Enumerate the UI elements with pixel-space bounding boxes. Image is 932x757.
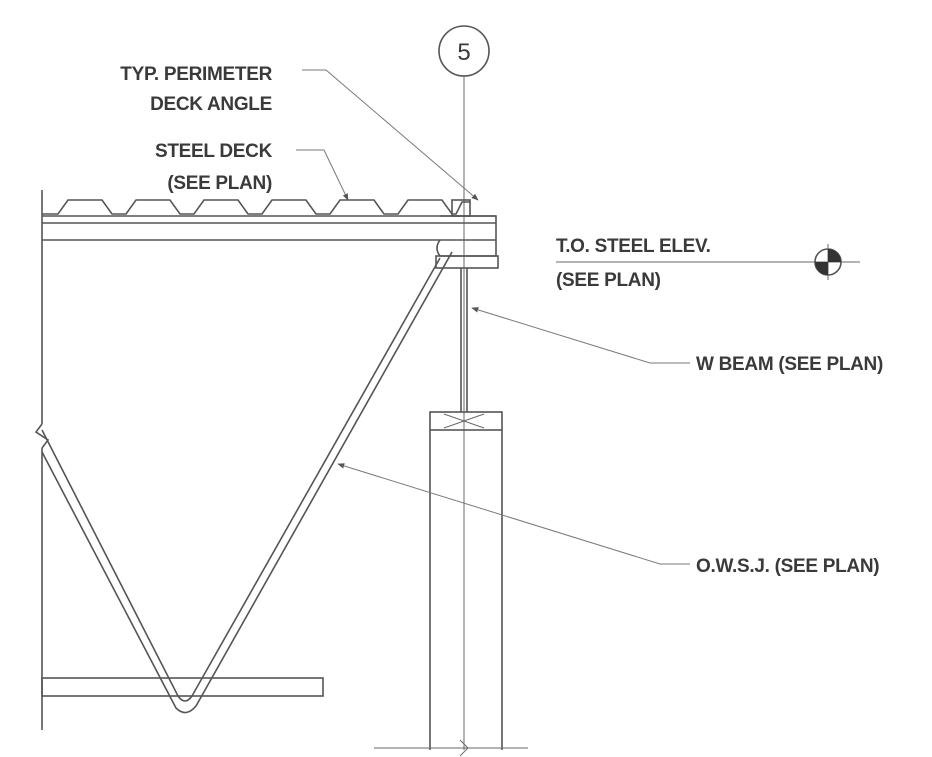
label-owsj: O.W.S.J. (SEE PLAN) xyxy=(696,556,879,577)
grid-bubble: 5 xyxy=(438,25,490,77)
label-perimeter-angle-line1: TYP. PERIMETER xyxy=(120,64,272,85)
steel-deck xyxy=(42,199,470,215)
grid-bubble-number: 5 xyxy=(457,39,470,66)
column xyxy=(374,411,528,757)
joist-top-chord xyxy=(42,215,496,241)
label-perimeter-angle-line2: DECK ANGLE xyxy=(150,94,272,115)
label-w-beam: W BEAM (SEE PLAN) xyxy=(696,354,883,375)
elevation-marker xyxy=(556,244,860,280)
label-top-of-steel-line2: (SEE PLAN) xyxy=(556,270,661,291)
label-steel-deck-line2: (SEE PLAN) xyxy=(167,173,272,194)
label-steel-deck-line1: STEEL DECK xyxy=(155,141,273,162)
w-beam xyxy=(460,268,468,412)
leader-lines xyxy=(296,69,690,565)
joist-web-diagonals xyxy=(41,251,453,714)
label-top-of-steel-line1: T.O. STEEL ELEV. xyxy=(556,236,711,257)
perimeter-deck-angle xyxy=(435,199,499,269)
joist-bottom-chord xyxy=(41,677,324,697)
